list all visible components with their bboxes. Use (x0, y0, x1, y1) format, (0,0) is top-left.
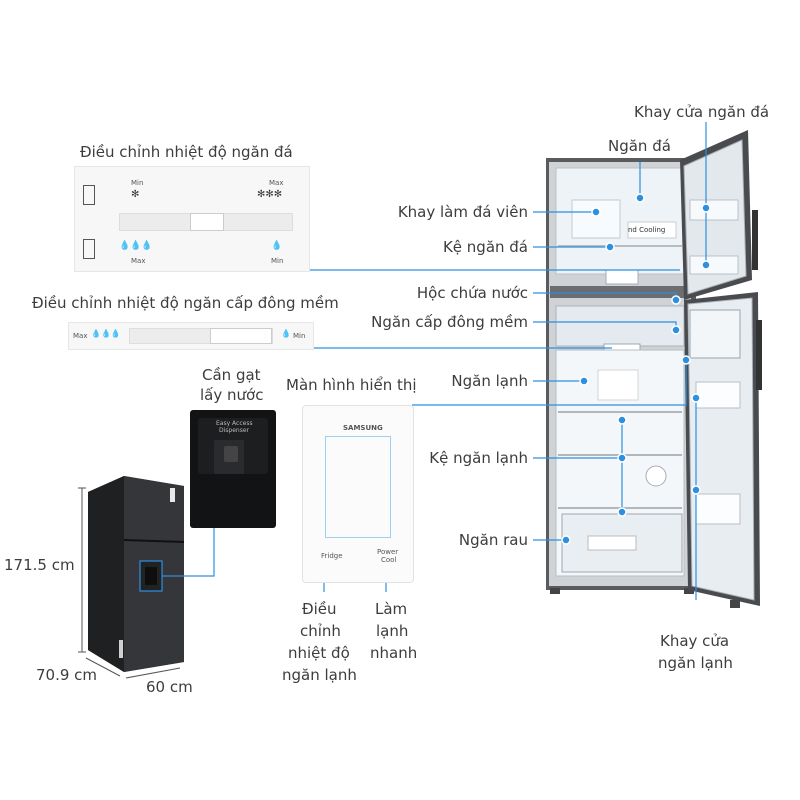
display-label: Màn hình hiển thị (286, 376, 417, 394)
adjust-fridge-line2: chỉnh (300, 622, 341, 640)
quick-cool-line1: Làm (375, 600, 408, 618)
freezer-label: Ngăn đá (608, 137, 671, 155)
freezer-shelf-label: Kệ ngăn đá (442, 238, 528, 256)
soft-slider-track[interactable] (129, 328, 273, 344)
snowflake-max-icon: ✻✻✻ (257, 189, 283, 200)
adjust-fridge-line3: nhiệt độ (288, 644, 350, 662)
quick-cool-line3: nhanh (370, 644, 418, 662)
soft-freeze-label: Ngăn cấp đông mềm (371, 313, 528, 331)
display-screen (325, 436, 391, 538)
water-lever-label-line2: lấy nước (200, 386, 264, 404)
cooling-text: nd Cooling (628, 226, 666, 234)
dispenser-closeup-image (190, 410, 276, 528)
droplet-icons: 💧💧💧 (119, 241, 153, 251)
width-dimension: 60 cm (146, 678, 193, 696)
height-dimension: 171.5 cm (4, 556, 75, 574)
freezer-door-tray-label: Khay cửa ngăn đá (634, 103, 770, 121)
droplet-min-icon: 💧 (271, 241, 283, 251)
soft-freeze-control-title: Điều chỉnh nhiệt độ ngăn cấp đông mềm (32, 294, 339, 312)
display-brand: SAMSUNG (343, 424, 383, 432)
ice-min-label: Min (131, 179, 144, 187)
dimension-lines (78, 487, 181, 679)
dispenser-text-line1: Easy Access (216, 420, 253, 427)
freezer-small-icon (83, 185, 95, 205)
ice-temp-control-title: Điều chỉnh nhiệt độ ngăn đá (80, 143, 293, 161)
dispenser-text-line2: Dispenser (219, 427, 249, 434)
soft-droplets-icon: 💧💧💧 (91, 329, 121, 338)
ice-max-label: Max (269, 179, 284, 187)
ice-max-bottom-label: Max (131, 257, 146, 265)
quick-cool-line2: lạnh (376, 622, 409, 640)
soft-droplet-min-icon: 💧 (281, 329, 291, 338)
power-cool-line2[interactable]: Cool (381, 556, 397, 564)
ice-temp-control-panel: Min Max ✻ ✻✻✻ 💧💧💧 Max 💧 Min (74, 166, 310, 272)
adjust-fridge-line1: Điều (302, 600, 337, 618)
callout-dots (561, 193, 711, 545)
snowflake-icon: ✻ (131, 189, 140, 200)
fridge-door-tray-label-line1: Khay cửa (660, 632, 730, 650)
water-tank-label: Hộc chứa nước (416, 284, 528, 302)
depth-dimension: 70.9 cm (36, 666, 98, 684)
soft-max-label: Max (73, 332, 88, 340)
closed-fridge-image (88, 476, 185, 672)
power-cool-line1[interactable]: Power (377, 548, 399, 556)
fridge-button-label[interactable]: Fridge (321, 552, 343, 560)
open-fridge-image (546, 130, 762, 608)
ice-min-bottom-label: Min (271, 257, 284, 265)
crisper-label: Ngăn rau (458, 531, 528, 549)
adjust-fridge-line4: ngăn lạnh (282, 666, 357, 684)
ice-tray-label: Khay làm đá viên (397, 203, 528, 221)
fridge-label: Ngăn lạnh (451, 372, 528, 390)
soft-freeze-control-panel: Max 💧💧💧 💧 Min (68, 322, 314, 350)
display-panel-image: SAMSUNG Fridge Power Cool (302, 405, 414, 583)
fridge-door-tray-label-line2: ngăn lạnh (658, 654, 733, 672)
ice-slider-thumb[interactable] (190, 213, 224, 231)
soft-min-label: Min (293, 332, 306, 340)
fridge-shelf-label: Kệ ngăn lạnh (429, 449, 528, 467)
water-lever-label-line1: Cần gạt (202, 366, 261, 384)
fridge-small-icon (83, 239, 95, 259)
soft-slider-thumb[interactable] (210, 328, 272, 344)
ice-slider-track[interactable] (119, 213, 293, 231)
